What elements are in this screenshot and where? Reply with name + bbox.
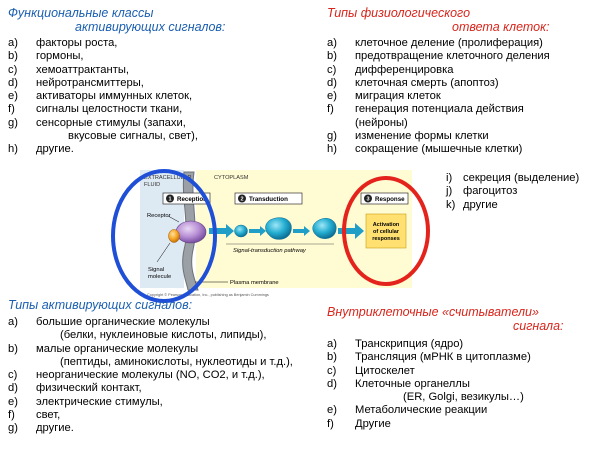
activation-label: responses: [372, 236, 400, 242]
list-item: k)другие: [446, 198, 498, 211]
svg-text:Response: Response: [375, 196, 405, 203]
functional-classes-list: a)факторы роста, b)гормоны, c)хемоаттрак…: [8, 37, 198, 157]
list-item-continuation: (пептиды, аминокислоты, нуклеотиды и т.д…: [60, 355, 293, 368]
receptor-protein: [175, 220, 207, 244]
response-highlight-circle: [342, 176, 430, 286]
list-item-continuation: (нейроны): [355, 116, 408, 129]
response-types-sublist: i)секреция (выделение) j)фагоцитоз k)дру…: [446, 172, 579, 212]
copyright-text: Copyright © Pearson Education, Inc., pub…: [147, 293, 269, 297]
intracellular-readers-title: Внутриклеточные «считыватели» сигнала:: [327, 305, 564, 333]
cytoplasm-label: CYTOPLASM: [214, 175, 249, 181]
arrow-1: [209, 224, 234, 238]
list-item-continuation: вкусовые сигналы, свет),: [68, 130, 199, 143]
list-item: a)факторы роста,: [8, 37, 118, 49]
list-item: c)неорганические молекулы (NO, CO2, и т.…: [8, 369, 265, 382]
extracellular-label: EXTRACELLULAR: [144, 175, 192, 181]
activation-label: Activation: [373, 222, 400, 228]
list-item: h)другие.: [8, 143, 74, 156]
svg-text:Transduction: Transduction: [249, 196, 288, 203]
plasma-membrane-label: Plasma membrane: [230, 280, 279, 286]
list-item-continuation: (белки, нуклеиновые кислоты, липиды),: [60, 329, 267, 342]
receptor-pointer: [167, 215, 180, 223]
step-transduction: 2 Transduction: [234, 192, 303, 205]
list-item: c)дифференцировка: [327, 63, 454, 76]
reception-highlight-circle: [111, 169, 217, 303]
list-item: d)клеточная смерть (апоптоз): [327, 76, 499, 89]
list-item: g)сенсорные стимулы (запахи,: [8, 116, 186, 129]
list-item: e)Метаболические реакции: [327, 404, 488, 417]
list-item: h)сокращение (мышечные клетки): [327, 143, 523, 156]
list-item: f)сигналы целостности ткани,: [8, 103, 183, 116]
signal-molecule-shape: [168, 229, 180, 243]
list-item: b)малые органические молекулы: [8, 342, 199, 355]
list-item: b)предотвращение клеточного деления: [327, 50, 550, 63]
title-line-1: Внутриклеточные «считыватели»: [327, 305, 539, 319]
list-item-continuation: (ER, Golgi, везикулы…): [403, 391, 524, 404]
svg-text:1: 1: [168, 197, 171, 203]
list-item: a)большие органические молекулы: [8, 316, 210, 328]
list-item: i)секреция (выделение): [446, 172, 580, 184]
list-item: g)другие.: [8, 422, 74, 435]
list-item: e)активаторы иммунных клеток,: [8, 90, 193, 103]
list-item: g)изменение формы клетки: [327, 130, 489, 143]
svg-text:3: 3: [366, 197, 369, 203]
signal-types-title: Типы активирующих сигналов:: [8, 298, 193, 312]
list-item: a)Транскрипция (ядро): [327, 338, 464, 350]
list-item: j)фагоцитоз: [446, 185, 518, 198]
response-types-list: a)клеточное деление (пролиферация) b)пре…: [327, 37, 550, 157]
list-item: e)миграция клеток: [327, 90, 441, 103]
signal-molecule-pointer: [156, 242, 171, 263]
signal-types-list: a)большие органические молекулы (белки, …: [8, 316, 293, 436]
list-item: c)хемоаттрактанты,: [8, 63, 129, 76]
activation-label: of cellular: [373, 229, 400, 235]
intracellular-readers-list: a)Транскрипция (ядро) b)Трансляция (мРНК…: [327, 338, 531, 431]
receptor-label: Receptor: [147, 213, 171, 219]
step-response: 3 Response: [360, 192, 409, 205]
title-line-1: Типы физиологического: [327, 6, 471, 20]
extracellular-label: FLUID: [144, 182, 160, 188]
activation-box: [365, 213, 407, 249]
list-item: f)Другие: [327, 417, 391, 430]
title-line-2: активирующих сигналов:: [75, 20, 226, 34]
response-types-title: Типы физиологического ответа клеток:: [327, 6, 550, 34]
svg-text:Reception: Reception: [177, 196, 207, 203]
relay-molecule-2: [265, 217, 292, 240]
title-line-1: Функциональные классы: [8, 6, 154, 20]
list-item: d)нейротрансмиттеры,: [8, 76, 144, 89]
pathway-label: Signal-transduction pathway: [233, 248, 307, 254]
list-item: b)гормоны,: [8, 50, 84, 63]
relay-molecule-3: [312, 218, 337, 239]
functional-classes-title: Функциональные классы активирующих сигна…: [8, 6, 225, 34]
signal-molecule-label: Signal: [148, 267, 164, 273]
step-reception: 1 Reception: [162, 192, 211, 205]
list-item: b)Трансляция (мРНК в цитоплазме): [327, 351, 531, 364]
list-item: f)генерация потенциала действия: [327, 103, 524, 116]
list-item: a)клеточное деление (пролиферация): [327, 37, 543, 49]
relay-molecule-1: [234, 224, 248, 238]
list-item: f)свет,: [8, 409, 61, 422]
list-item: d)физический контакт,: [8, 382, 142, 395]
arrow-3: [293, 226, 310, 236]
list-item: d)Клеточные органеллы: [327, 377, 470, 390]
arrow-2: [249, 226, 266, 236]
svg-text:2: 2: [240, 197, 243, 203]
list-item: e)электрические стимулы,: [8, 395, 163, 408]
arrow-4: [338, 223, 364, 239]
signal-molecule-label: molecule: [148, 274, 171, 280]
list-item: c)Цитоскелет: [327, 364, 415, 377]
title-line-2: сигнала:: [513, 319, 564, 333]
title-line-2: ответа клеток:: [452, 20, 550, 34]
